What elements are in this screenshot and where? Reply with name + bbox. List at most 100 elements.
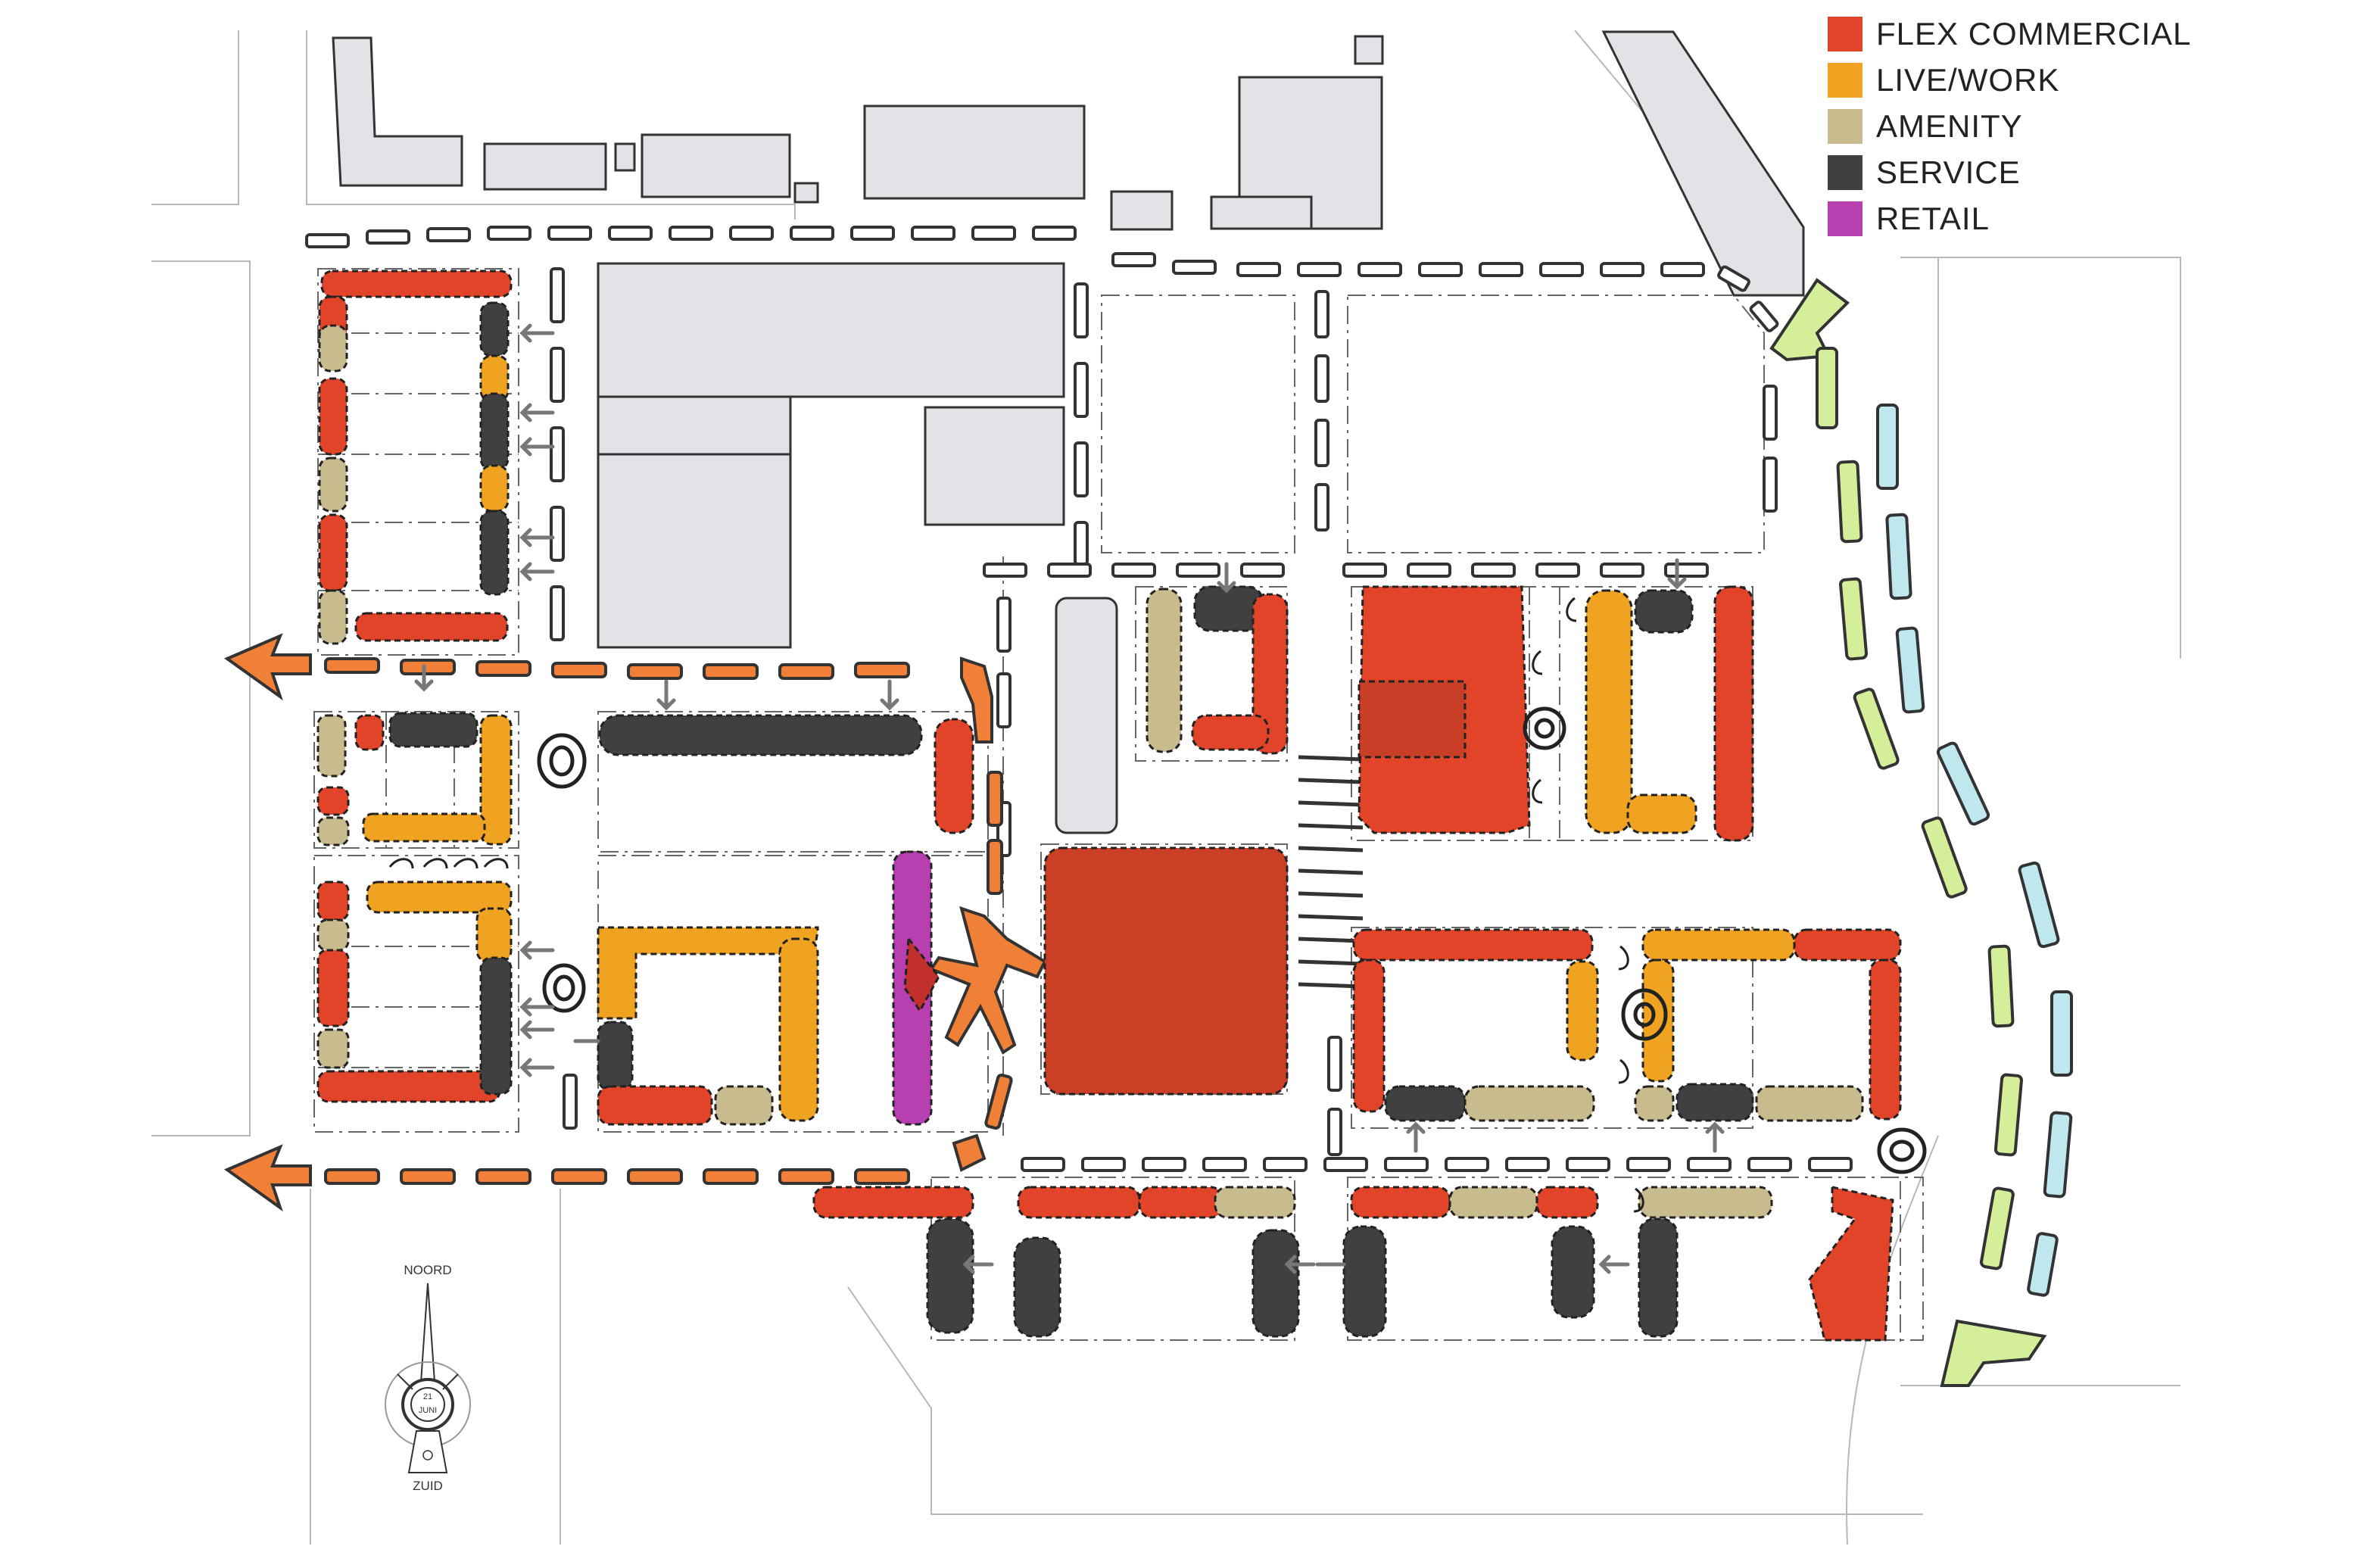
amenity-block bbox=[318, 457, 348, 513]
circle-symbol bbox=[542, 963, 586, 1013]
compass: NOORD 21 JUNI ZUID bbox=[385, 1263, 471, 1493]
south-arrow-head bbox=[1940, 1319, 2047, 1387]
flex-commercial-block bbox=[318, 377, 348, 456]
program-blocks bbox=[316, 270, 1902, 1342]
legend-label: LIVE/WORK bbox=[1876, 61, 2060, 98]
service-block bbox=[1638, 1217, 1679, 1338]
street-verticals bbox=[550, 267, 1778, 1156]
flex-commercial-overlay bbox=[1357, 680, 1467, 759]
amenity-block bbox=[316, 1028, 350, 1069]
live-work-block bbox=[1626, 793, 1697, 834]
live-work-block bbox=[597, 926, 819, 1020]
north-arrow-head bbox=[1769, 278, 1850, 362]
west-arrow-south bbox=[223, 1144, 312, 1212]
crosswalk-stripes bbox=[1298, 755, 1364, 989]
flex-commercial-block bbox=[354, 714, 385, 751]
flex-commercial-block bbox=[597, 1085, 713, 1126]
building bbox=[597, 453, 792, 649]
service-block bbox=[479, 392, 510, 471]
circle-symbol bbox=[1877, 1127, 1927, 1174]
live-work-block bbox=[479, 464, 510, 513]
flex-commercial-block bbox=[1138, 1186, 1224, 1219]
service-block bbox=[1252, 1229, 1300, 1338]
flex-commercial-block bbox=[1352, 928, 1594, 962]
legend-item-retail: RETAIL bbox=[1828, 195, 2191, 242]
service-block bbox=[1193, 585, 1264, 632]
compass-day: 21 bbox=[423, 1392, 432, 1401]
legend-label: RETAIL bbox=[1876, 200, 1990, 236]
circle-symbol bbox=[537, 733, 587, 789]
live-work-block bbox=[778, 937, 819, 1122]
legend-swatch bbox=[1828, 154, 1862, 190]
legend-label: FLEX COMMERCIAL bbox=[1876, 15, 2192, 51]
street-north bbox=[305, 226, 1779, 332]
legend: FLEX COMMERCIAL LIVE/WORK AMENITY SERVIC… bbox=[1828, 11, 2191, 242]
amenity-block bbox=[1634, 1085, 1675, 1122]
access-arrows bbox=[414, 323, 1725, 1274]
flex-commercial-block bbox=[1535, 1186, 1599, 1219]
building bbox=[1354, 35, 1384, 65]
live-work-block bbox=[475, 907, 513, 963]
amenity-block bbox=[1755, 1085, 1864, 1122]
live-work-block bbox=[479, 354, 510, 403]
legend-swatch bbox=[1828, 108, 1862, 144]
plaza-star bbox=[928, 906, 1047, 1055]
building bbox=[1601, 30, 1805, 297]
flex-commercial-block bbox=[354, 612, 509, 642]
flex-commercial-block bbox=[812, 1186, 974, 1219]
flex-commercial-block bbox=[1352, 959, 1386, 1113]
amenity-block bbox=[1214, 1186, 1296, 1219]
building bbox=[483, 142, 607, 191]
compass-south-label: ZUID bbox=[413, 1479, 443, 1493]
service-block bbox=[1634, 589, 1694, 634]
flex-commercial-block bbox=[316, 881, 350, 921]
live-work-block bbox=[1566, 960, 1599, 1061]
live-work-block bbox=[1641, 928, 1796, 962]
amenity-block bbox=[316, 918, 350, 952]
service-block bbox=[1384, 1085, 1467, 1122]
circle-symbol bbox=[1621, 988, 1668, 1041]
building bbox=[597, 262, 1065, 398]
live-work-block bbox=[1585, 589, 1633, 834]
legend-swatch bbox=[1828, 201, 1862, 236]
amenity-block bbox=[1638, 1186, 1773, 1219]
legend-label: SERVICE bbox=[1876, 154, 2021, 190]
service-block bbox=[479, 510, 510, 596]
flex-commercial-block bbox=[1191, 714, 1270, 751]
flex-commercial-block bbox=[316, 1070, 501, 1103]
existing-buildings bbox=[332, 30, 1805, 834]
flex-commercial-block bbox=[316, 949, 350, 1027]
building bbox=[793, 182, 819, 204]
building bbox=[924, 406, 1065, 526]
service-block bbox=[598, 714, 923, 756]
service-block bbox=[479, 301, 510, 357]
legend-item-amenity: AMENITY bbox=[1828, 103, 2191, 149]
service-block bbox=[479, 956, 513, 1096]
building bbox=[641, 133, 791, 198]
legend-item-service: SERVICE bbox=[1828, 149, 2191, 195]
blue-route bbox=[1876, 404, 2073, 1297]
main-route bbox=[223, 633, 1047, 1212]
retail-accent bbox=[903, 936, 940, 1013]
live-work-block bbox=[479, 714, 513, 846]
legend-swatch bbox=[1828, 16, 1862, 51]
building bbox=[332, 36, 463, 187]
amenity-block bbox=[318, 324, 348, 373]
amenity-block bbox=[1448, 1186, 1538, 1219]
service-block bbox=[388, 712, 478, 748]
west-arrow-north bbox=[223, 633, 312, 701]
service-block bbox=[1675, 1083, 1754, 1122]
legend-item-flex-commercial: FLEX COMMERCIAL bbox=[1828, 11, 2191, 57]
flex-commercial-block bbox=[1043, 846, 1289, 1096]
service-block bbox=[1013, 1236, 1061, 1338]
sun-icon-base bbox=[407, 1430, 448, 1473]
legend-label: AMENITY bbox=[1876, 108, 2023, 144]
live-work-block bbox=[366, 881, 513, 914]
service-block bbox=[1342, 1225, 1387, 1338]
flex-commercial-block bbox=[318, 513, 348, 592]
street-middle bbox=[983, 563, 1709, 578]
building bbox=[863, 104, 1086, 200]
circle-symbol bbox=[1523, 706, 1566, 750]
service-block bbox=[926, 1217, 974, 1334]
street-network bbox=[305, 226, 1853, 1172]
